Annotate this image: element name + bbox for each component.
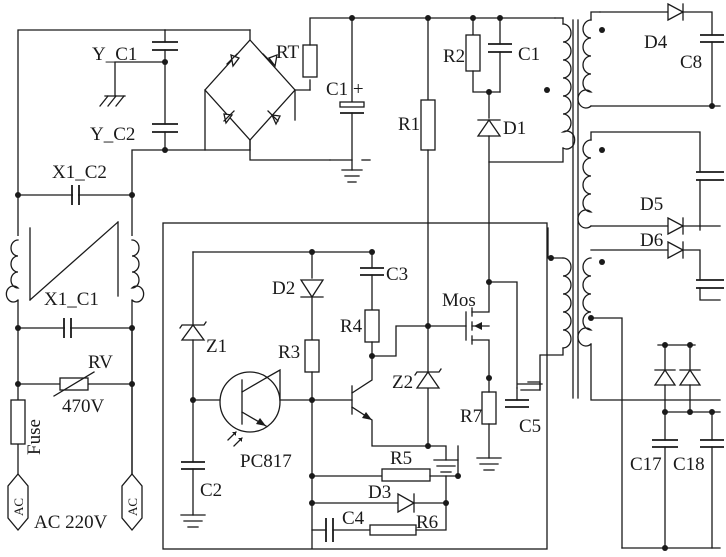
label-r7: R7	[460, 406, 482, 427]
ac-plug-right: AC	[121, 472, 143, 532]
label-ac-right: AC	[125, 498, 140, 516]
label-d6: D6	[640, 230, 663, 251]
ac-plug-left: AC	[7, 472, 29, 532]
label-c1-bulk: C1 +	[326, 79, 364, 100]
control-board-outline	[162, 222, 548, 550]
y-capacitor-c1	[152, 29, 178, 65]
label-fuse: Fuse	[24, 419, 45, 455]
label-r4: R4	[340, 316, 363, 337]
optocoupler-pc817	[192, 368, 313, 447]
label-r1: R1	[398, 114, 420, 135]
diode-d2	[299, 251, 325, 341]
label-y-c2: Y_C2	[90, 124, 135, 145]
label-d5: D5	[640, 194, 663, 215]
ground-symbol-y-caps	[99, 61, 166, 107]
y-capacitor-c2	[152, 61, 178, 153]
label-d4: D4	[644, 32, 668, 53]
bridge-rectifier	[164, 29, 331, 161]
label-rt: RT	[276, 42, 300, 63]
resistor-r7	[476, 375, 502, 471]
resistor-r1	[420, 17, 436, 449]
x-capacitor-c2	[71, 185, 80, 205]
high-voltage-rail	[351, 15, 556, 21]
label-c2-control: C2	[200, 480, 222, 501]
zener-diode-z1	[179, 321, 207, 403]
capacitor-c4	[311, 518, 371, 542]
label-c18: C18	[673, 454, 705, 475]
output-rectifier-section	[621, 342, 724, 551]
resistor-r6	[369, 502, 447, 536]
mosfet	[427, 281, 518, 389]
label-c1-snubber: C1	[518, 44, 540, 65]
capacitor-c5	[505, 381, 543, 408]
label-d3: D3	[368, 482, 391, 503]
label-c8: C8	[680, 52, 702, 73]
label-c4: C4	[342, 508, 365, 529]
label-d2: D2	[272, 278, 295, 299]
label-z2: Z2	[392, 372, 413, 393]
label-r6: R6	[416, 512, 438, 533]
varistor-rv	[53, 371, 95, 397]
bulk-capacitor-c1	[329, 15, 371, 183]
thermistor-rt	[302, 17, 353, 91]
capacitor-c3	[360, 251, 384, 311]
capacitor-c1-snubber	[488, 17, 512, 93]
fuse	[10, 399, 26, 445]
resistor-r4	[364, 309, 431, 359]
label-r3: R3	[278, 342, 300, 363]
diode-d1	[476, 91, 502, 285]
label-rv-value: 470V	[62, 396, 105, 417]
label-c17: C17	[630, 454, 662, 475]
ground-symbol-mid	[427, 445, 459, 473]
label-ac-left: AC	[11, 498, 26, 516]
resistor-r5	[311, 445, 461, 482]
resistor-r3	[304, 339, 320, 549]
label-pc817: PC817	[240, 451, 292, 472]
label-mos: Mos	[442, 290, 476, 311]
label-z1: Z1	[206, 336, 227, 357]
label-d1: D1	[503, 118, 526, 139]
common-mode-choke	[5, 221, 145, 303]
capacitor-c2-control	[180, 399, 206, 528]
label-c5: C5	[519, 416, 541, 437]
flyback-transformer	[488, 2, 724, 549]
ac-input-section	[15, 29, 166, 481]
resistor-r2	[465, 17, 501, 95]
label-rv: RV	[88, 352, 113, 373]
label-ac-voltage: AC 220V	[34, 512, 108, 533]
label-r5: R5	[390, 448, 412, 469]
label-x1-c1: X1_C1	[44, 289, 99, 310]
x-capacitor-c1	[63, 318, 72, 338]
label-x1-c2: X1_C2	[52, 162, 107, 183]
npn-transistor	[311, 355, 429, 447]
label-y-c1: Y_C1	[92, 44, 137, 65]
label-r2: R2	[443, 46, 465, 67]
label-c3: C3	[386, 264, 408, 285]
